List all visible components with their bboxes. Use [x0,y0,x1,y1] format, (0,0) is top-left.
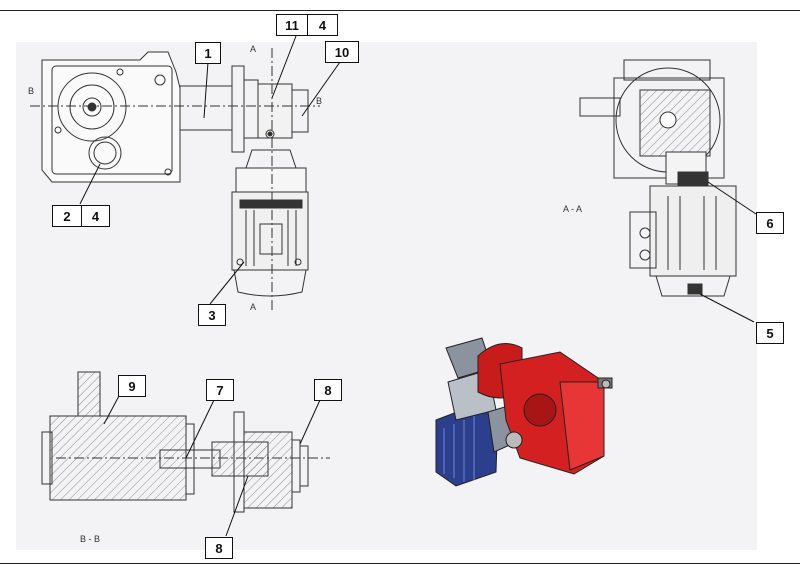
section-mark-b-right: B [316,96,323,106]
render-gear-housing [477,343,613,475]
callout-number: 10 [334,44,350,60]
callout-5: 5 [756,322,784,344]
callout-number: 3 [208,307,216,323]
callout-1: 1 [195,42,221,64]
callout-number: 4 [307,15,337,35]
bb-flange-coupling [233,411,309,513]
front-view [30,48,320,312]
callout-11-4: 11 4 [276,14,338,36]
leader-3 [209,261,245,305]
callout-9: 9 [118,375,146,397]
callout-number: 2 [63,208,71,224]
aa-gear-housing [613,59,725,179]
leader-7 [185,399,215,459]
shaft-and-flange [179,65,259,153]
leader-1 [203,61,209,119]
callout-8-bottom: 8 [205,537,233,559]
leader-5 [699,293,755,323]
section-aa-caption: A - A [563,204,583,214]
leader-8-bottom [225,475,249,537]
bb-housing [41,371,330,501]
leader-6 [707,181,757,215]
callout-number: 6 [766,215,774,231]
leader-2-4 [79,163,101,205]
callout-3: 3 [198,304,226,326]
section-mark-a-top: A [250,44,257,54]
aa-shaft [579,97,621,117]
top-border-line [0,10,800,11]
callout-10: 10 [325,41,359,63]
bottom-border-line [0,563,800,564]
callout-number: 11 [285,17,299,33]
section-mark-b-left: B [28,86,35,96]
section-aa-view [579,59,737,297]
gearmotor-3d-render [435,337,613,487]
callout-number: 1 [204,45,212,61]
section-bb-view [41,371,330,513]
motor-front [231,149,309,297]
coupling-adapter [257,83,309,139]
callout-number: 8 [324,382,332,398]
callout-8-top: 8 [314,379,342,401]
leader-lines [79,35,757,537]
aa-motor [629,151,737,297]
callout-number: 8 [215,540,223,556]
section-bb-caption: B - B [80,534,101,544]
leader-9 [103,393,121,425]
callout-2-4: 2 4 [52,205,110,227]
callout-number: 4 [81,206,109,226]
leader-11-4 [271,35,297,99]
section-mark-a-bottom: A [250,302,257,312]
leader-10 [301,61,341,117]
callout-6: 6 [756,212,784,234]
callout-7: 7 [206,379,234,401]
section-lines [30,48,320,312]
callout-number: 9 [128,378,136,394]
callout-number: 7 [216,382,224,398]
leader-8-top [299,399,321,445]
gear-housing-front [41,51,181,183]
callout-number: 5 [766,325,774,341]
